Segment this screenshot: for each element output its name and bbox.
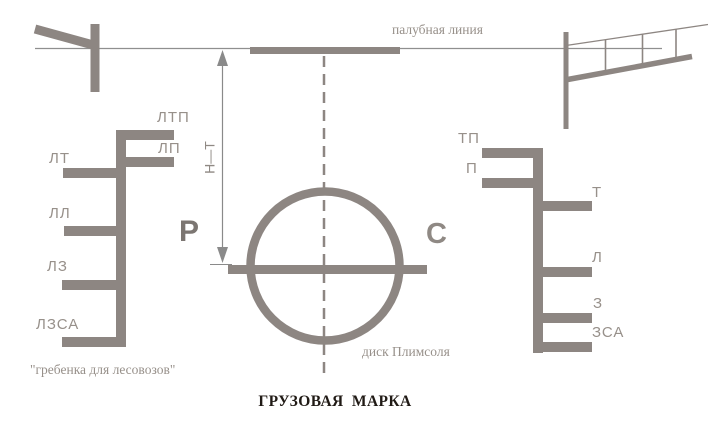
main-mark-z-tooth <box>543 313 592 323</box>
timber-mark-lzsa-label: ЛЗСА <box>36 316 80 333</box>
timber-mark-ltp-tooth <box>116 130 174 140</box>
bow-mark-diagonal <box>33 24 97 50</box>
timber-mark-lp-tooth <box>116 157 174 167</box>
main-mark-l-tooth <box>543 267 592 277</box>
main-mark-p-tooth <box>482 178 533 188</box>
timber-mark-lt-label: ЛТ <box>49 150 71 167</box>
main-mark-t-tooth <box>543 201 592 211</box>
main-mark-t-label: Т <box>592 184 603 201</box>
main-mark-tp-label: ТП <box>458 130 480 147</box>
timber-mark-lp-label: ЛП <box>158 140 181 157</box>
main-comb-vertical-bar <box>533 148 543 353</box>
main-mark-p-label: П <box>466 160 478 177</box>
timber-mark-ll-tooth <box>64 226 116 236</box>
bow-mark-post <box>90 24 100 92</box>
timber-mark-ll-label: ЛЛ <box>49 205 71 222</box>
timber-mark-ltp-label: ЛТП <box>157 109 190 126</box>
main-mark-z-label: З <box>593 295 604 312</box>
freeboard-dimension-label: Н—Т <box>201 141 218 174</box>
timber-mark-lz-label: ЛЗ <box>47 258 68 275</box>
timber-mark-lt-tooth <box>63 168 116 178</box>
figure-title: ГРУЗОВАЯ МАРКА <box>258 393 412 410</box>
main-mark-zsa-label: ЗСА <box>592 324 625 341</box>
timber-comb-vertical-bar <box>116 130 126 347</box>
deck-line-label: палубная линия <box>392 22 483 37</box>
stern-railing-icon <box>563 23 708 129</box>
freeboard-dimension-arrow <box>210 50 232 266</box>
load-line-bar <box>228 265 427 274</box>
deck-line-mark-bar <box>250 47 400 54</box>
main-mark-zsa-tooth <box>543 342 592 352</box>
timber-mark-lzsa-tooth <box>62 337 116 347</box>
plimsoll-disk-caption: диск Плимсоля <box>362 344 450 359</box>
main-mark-l-label: Л <box>592 249 603 266</box>
register-letter-right: С <box>426 218 447 250</box>
register-letter-left: Р <box>179 215 200 248</box>
timber-mark-lz-tooth <box>62 280 116 290</box>
timber-comb-caption: "гребенка для лесовозов" <box>30 362 176 377</box>
main-mark-tp-tooth <box>482 148 533 158</box>
